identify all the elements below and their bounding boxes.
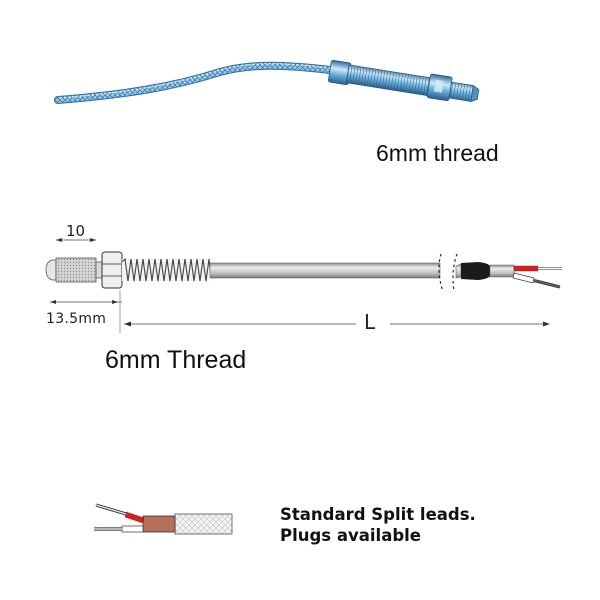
length-dimension: L [364,310,376,334]
leads-note-line2: Plugs available [280,526,421,545]
probe-drawing [45,238,562,333]
drawing-caption: 6mm Thread [105,346,247,374]
thread-length-dimension: 10 [66,222,86,240]
leads-note: Standard Split leads. Plugs available [280,504,476,546]
probe-photo [54,60,480,104]
nut-offset-dimension: 13.5mm [46,311,107,327]
strain-relief-spring [121,257,212,282]
leads-note-line1: Standard Split leads. [280,505,476,524]
split-leads-drawing [94,503,233,535]
photo-caption: 6mm thread [376,140,499,166]
